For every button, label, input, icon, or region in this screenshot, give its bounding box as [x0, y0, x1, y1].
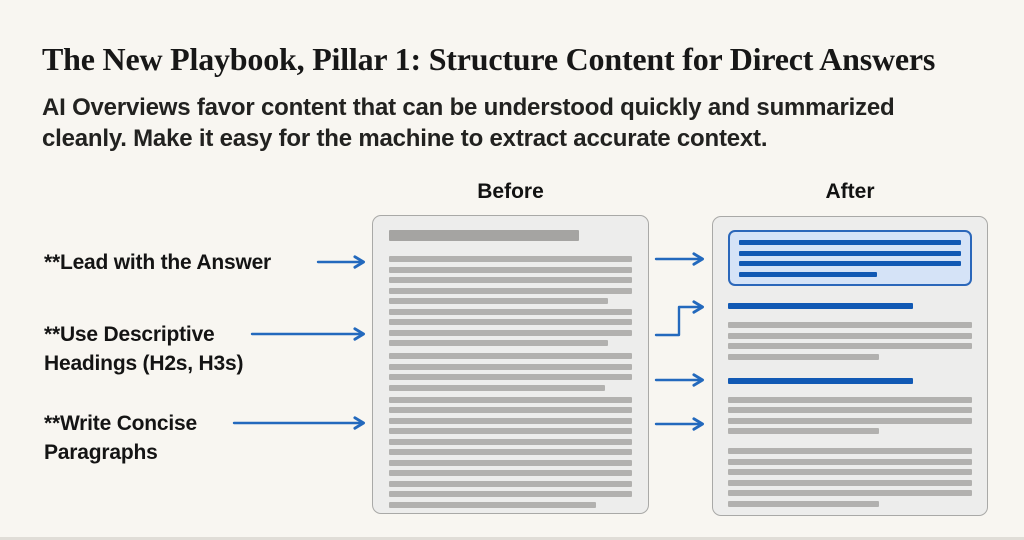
page-subtitle-line: AI Overviews favor content that can be u… — [42, 94, 895, 121]
annotation-label: **Lead with the Answer — [44, 251, 272, 274]
doc-text-line — [728, 332, 972, 339]
before-column-header: Before — [477, 180, 544, 203]
doc-text-line — [389, 396, 632, 403]
doc-text-line — [389, 449, 632, 455]
doc-text-line — [728, 448, 972, 454]
annotation-label: Paragraphs — [44, 441, 158, 464]
after-document — [712, 216, 988, 516]
doc-text-line — [389, 266, 632, 273]
annotation-descriptive-headings: **Use Descriptive Headings (H2s, H3s) — [44, 320, 344, 378]
arrow-before-to-heading1-elbow — [654, 300, 704, 337]
doc-text-line — [389, 308, 632, 315]
doc-text-line — [389, 407, 632, 413]
doc-text-line — [728, 469, 972, 475]
page-title: The New Playbook, Pillar 1: Structure Co… — [42, 41, 936, 77]
page-subtitle-line: cleanly. Make it easy for the machine to… — [42, 125, 768, 152]
doc-text-line — [389, 459, 632, 466]
doc-text-line — [389, 256, 632, 262]
answer-box-highlight — [728, 230, 972, 286]
doc-text-line — [728, 490, 972, 496]
doc-text-line — [389, 501, 596, 508]
doc-text-line — [389, 374, 632, 380]
bottom-edge-shadow — [0, 537, 1024, 540]
answer-box-bar — [739, 250, 961, 256]
doc-text-line — [389, 287, 632, 294]
doc-text-line — [389, 491, 632, 497]
answer-box-bar — [739, 261, 961, 266]
answer-box-bar — [739, 271, 877, 277]
doc-text-line — [389, 363, 632, 370]
annotation-lead-with-answer: **Lead with the Answer — [44, 248, 344, 277]
doc-text-line — [389, 428, 632, 434]
doc-heading-line — [728, 377, 914, 384]
doc-heading-line — [728, 303, 914, 309]
before-document — [372, 215, 649, 514]
doc-text-line — [389, 384, 606, 391]
doc-text-line — [389, 417, 632, 424]
annotation-concise-paragraphs: **Write Concise Paragraphs — [44, 409, 344, 467]
after-column-header: After — [825, 180, 875, 203]
doc-text-line — [728, 407, 972, 413]
annotation-label: **Write Concise — [44, 412, 197, 435]
doc-text-line — [728, 458, 972, 465]
doc-text-line — [389, 438, 632, 445]
doc-text-line — [728, 428, 880, 434]
doc-text-line — [728, 500, 880, 507]
doc-text-line — [389, 470, 632, 476]
doc-text-line — [728, 322, 972, 328]
annotation-label: **Use Descriptive — [44, 323, 215, 346]
answer-box-bar — [739, 240, 961, 245]
doc-text-line — [389, 329, 632, 336]
doc-text-line — [728, 396, 972, 403]
annotation-label: Headings (H2s, H3s) — [44, 352, 244, 375]
doc-text-line — [389, 340, 608, 346]
doc-title-bar — [389, 230, 579, 241]
doc-text-line — [728, 343, 972, 349]
doc-text-line — [728, 353, 880, 360]
doc-text-line — [389, 480, 632, 487]
doc-text-line — [728, 479, 972, 486]
doc-text-line — [389, 319, 632, 325]
page-subtitle: AI Overviews favor content that can be u… — [42, 92, 1002, 154]
doc-text-line — [389, 277, 632, 283]
doc-text-line — [389, 353, 632, 359]
doc-text-line — [389, 298, 608, 304]
doc-text-line — [728, 417, 972, 424]
